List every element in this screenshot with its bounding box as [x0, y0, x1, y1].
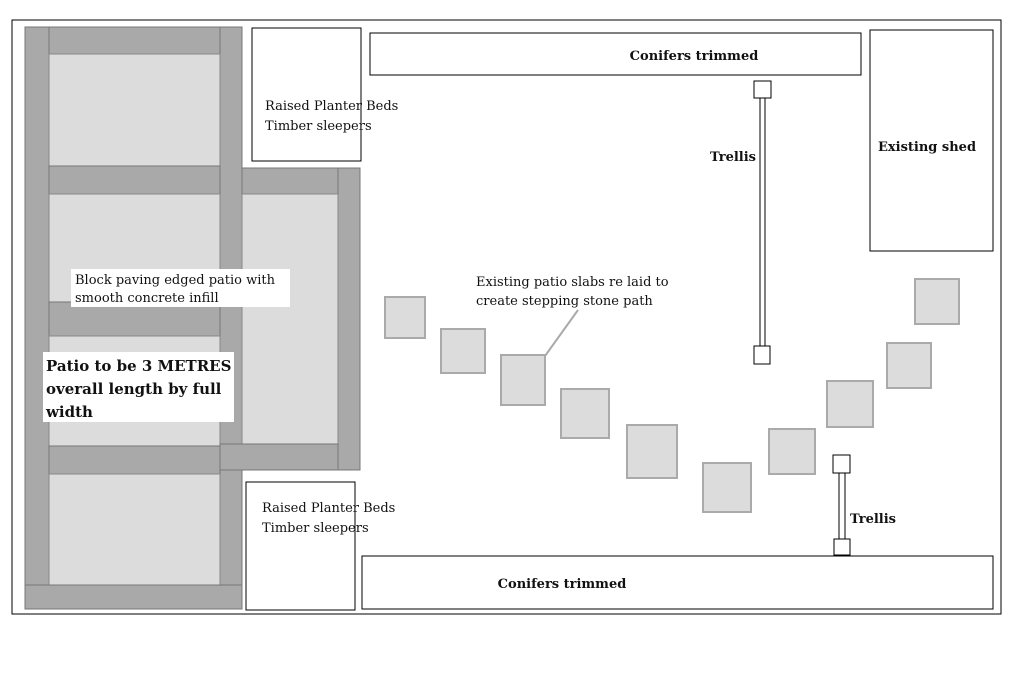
stepping-stone: [768, 428, 816, 475]
stepping-stone: [914, 278, 960, 325]
conifers-bottom-label: Conifers trimmed: [498, 577, 627, 592]
trellis-top: [753, 80, 772, 365]
path-label-leader: [544, 309, 579, 357]
stepping-stone: [826, 380, 874, 428]
stepping-stone: [560, 388, 610, 439]
conifers-top-label: Conifers trimmed: [630, 49, 759, 64]
patio: [24, 26, 361, 610]
planter-top-label-line1: Raised Planter Beds: [265, 99, 398, 114]
existing-shed: [869, 29, 994, 252]
patio-top-edge: [48, 26, 221, 55]
shed-label: Existing shed: [878, 140, 976, 155]
planter-bed-top: [251, 27, 362, 162]
patio-size-label-line3: width: [45, 403, 93, 421]
patio-cross-edge: [48, 301, 221, 337]
stepping-stone: [626, 424, 678, 479]
planter-bottom-label-line2: Timber sleepers: [262, 521, 369, 536]
patio-bottom-edge: [24, 584, 243, 610]
stepping-stone: [500, 354, 546, 406]
conifers-top: [369, 32, 862, 76]
stepping-stone: [440, 328, 486, 374]
planter-bottom-label-line1: Raised Planter Beds: [262, 501, 395, 516]
trellis-bottom: [832, 454, 851, 556]
patio-extension-right-edge: [337, 167, 361, 471]
patio-edge-label-line2: smooth concrete infill: [75, 291, 219, 306]
patio-panel: [48, 473, 221, 586]
patio-cross-edge: [48, 165, 221, 195]
path-label-line1: Existing patio slabs re laid to: [476, 275, 669, 290]
patio-middle-edge: [219, 26, 243, 610]
patio-left-edge: [24, 26, 50, 610]
patio-panel: [48, 53, 221, 167]
stepping-stone: [384, 296, 426, 339]
stepping-stone-path: [384, 278, 960, 513]
planter-bed-bottom: [245, 481, 356, 611]
patio-cross-edge: [48, 445, 221, 475]
trellis-top-label: Trellis: [710, 150, 756, 165]
patio-size-label-box: [43, 352, 234, 422]
patio-edge-label-line1: Block paving edged patio with: [75, 273, 276, 288]
patio-size-label-line2: overall length by full: [46, 380, 222, 398]
stepping-stone: [702, 462, 752, 513]
stepping-stone: [886, 342, 932, 389]
trellis-bottom-label: Trellis: [850, 512, 896, 527]
patio-edge-label-box: [71, 269, 290, 307]
patio-size-label-line1: Patio to be 3 METRES: [46, 357, 231, 375]
patio-extension-bottom-edge: [219, 443, 339, 471]
conifers-bottom: [361, 555, 994, 610]
planter-top-label-line2: Timber sleepers: [265, 119, 372, 134]
path-label-line2: create stepping stone path: [476, 294, 653, 309]
patio-extension-panel: [241, 193, 339, 445]
